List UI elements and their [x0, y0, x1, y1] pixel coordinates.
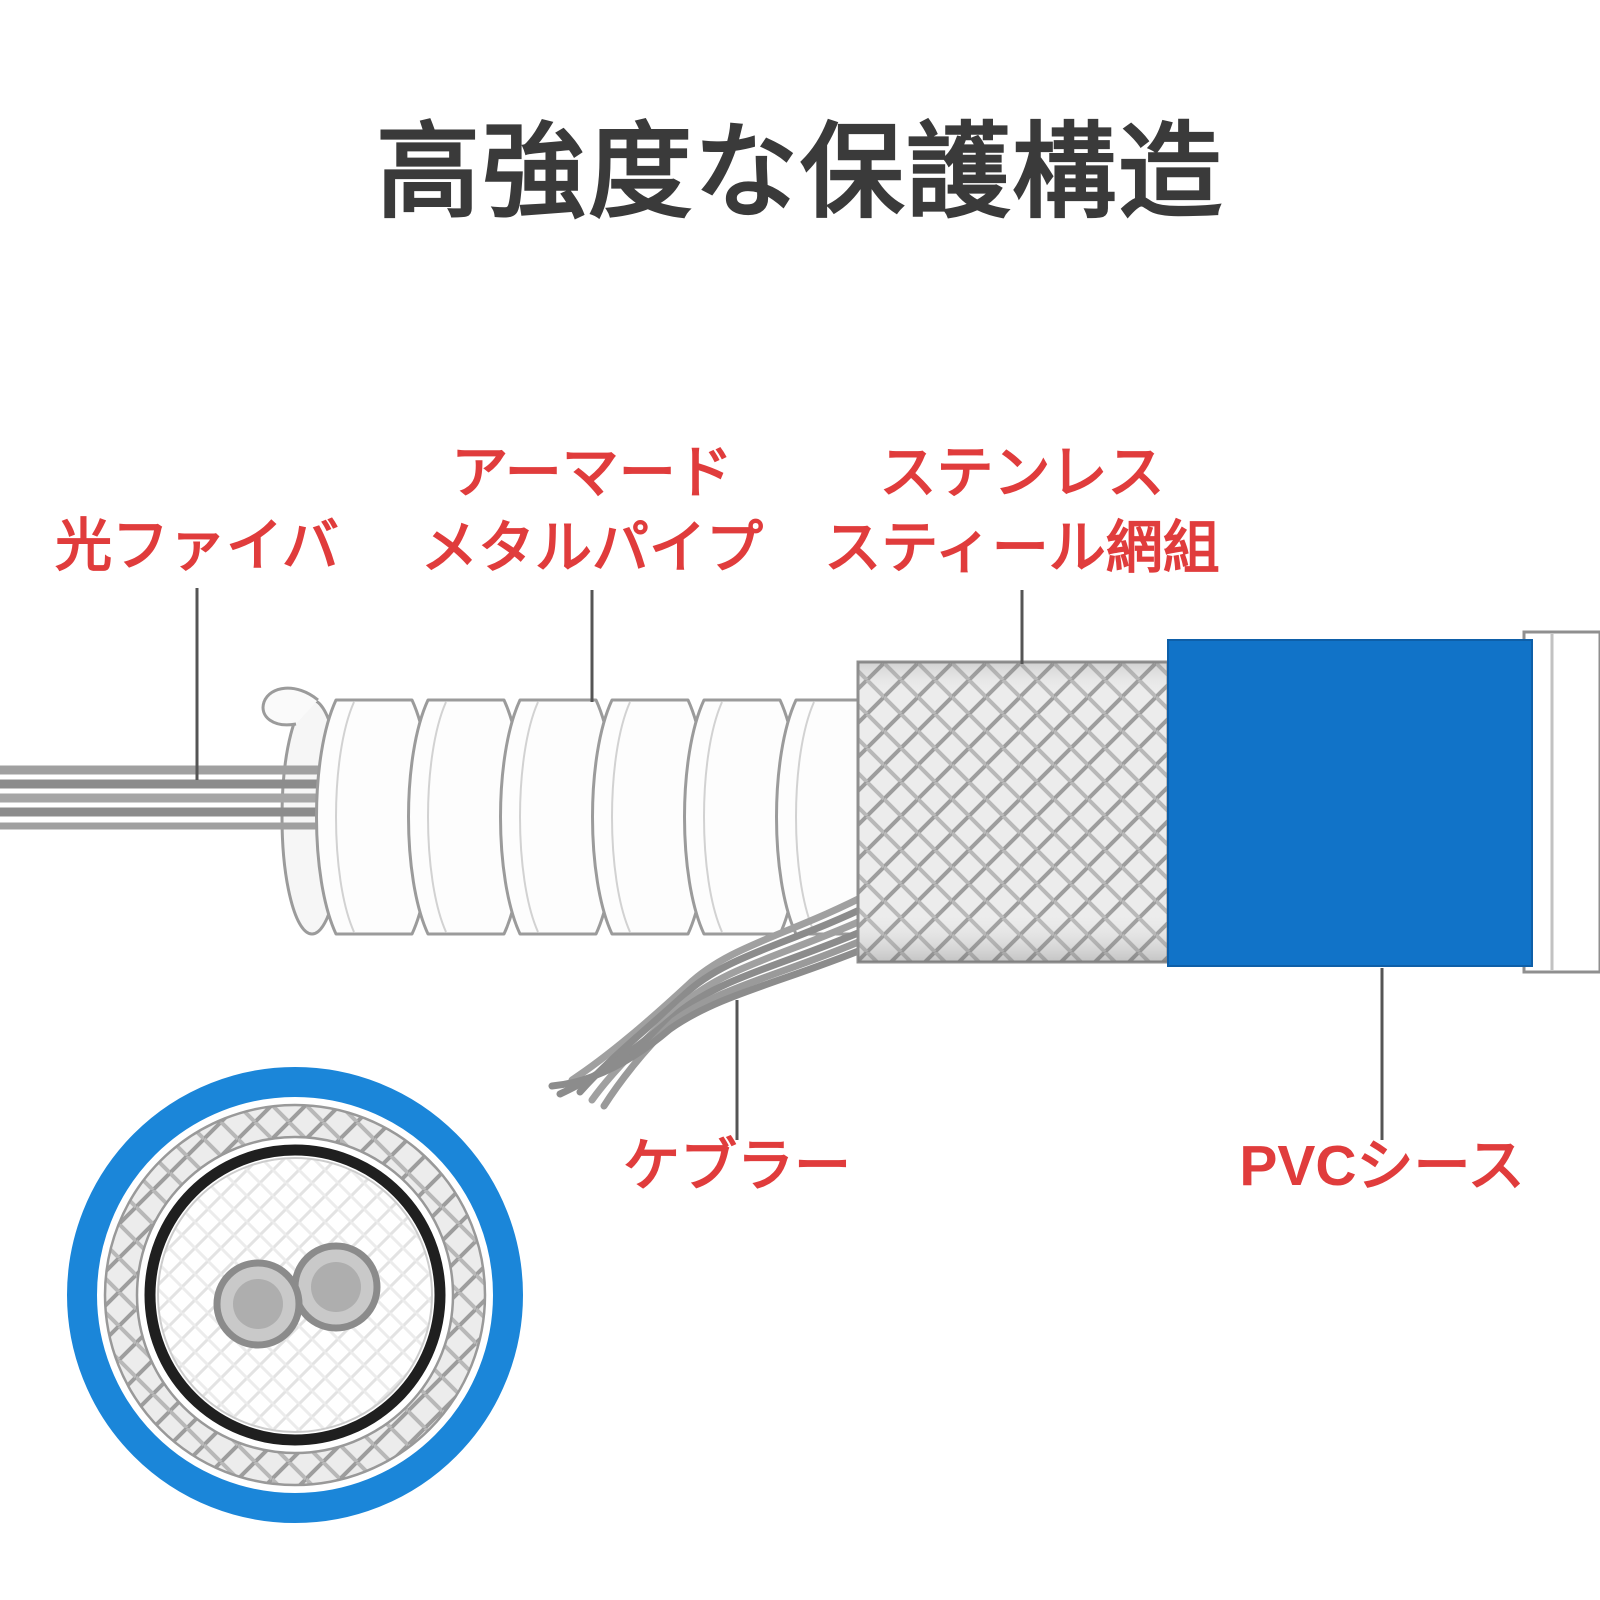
cross-section-braid-ring — [105, 1105, 485, 1485]
cross-section-blue-ring — [67, 1067, 523, 1523]
end-cap-body — [1522, 630, 1600, 974]
pipe-coil-highlight — [795, 701, 815, 933]
label-stainless-braid-line2: スティール網組 — [824, 516, 1220, 580]
pipe-coil-highlight — [519, 701, 539, 933]
kevlar-strand — [600, 934, 872, 1110]
label-pvc-sheath: PVCシース — [1239, 1134, 1524, 1198]
pipe-coil-highlight — [703, 701, 723, 933]
armored-metal-pipe — [261, 686, 893, 936]
label-optical-fiber: 光ファイバ — [55, 514, 339, 578]
kevlar-strand — [548, 944, 870, 1090]
label-kevlar: ケブラー — [623, 1134, 851, 1198]
label-stainless-braid-line1: ステンレス — [880, 441, 1165, 505]
diagram-title: 高強度な保護構造 — [376, 115, 1224, 231]
braid-ring-outline-inner — [135, 1135, 455, 1455]
braid-ring-outline-outer — [103, 1103, 487, 1487]
cable-end-cap — [1522, 630, 1600, 974]
cross-section-black-ring — [144, 1144, 446, 1446]
fiber-core-center — [233, 1279, 283, 1329]
kevlar-strand — [576, 900, 876, 1096]
cross-section-fibers — [213, 1242, 381, 1349]
pipe-coil-highlight — [611, 701, 631, 933]
leader-lines — [195, 588, 1384, 1140]
kevlar-strand — [568, 888, 876, 1084]
pipe-coil-highlight — [335, 701, 355, 933]
braid-shading — [858, 662, 1168, 962]
kevlar-strands — [548, 888, 876, 1110]
label-armored-pipe-line1: アーマード — [451, 441, 733, 505]
cable-cross-section — [67, 1067, 523, 1523]
pipe-coil-highlight — [427, 701, 447, 933]
pvc-jacket — [1167, 639, 1533, 967]
optical-fibers — [0, 698, 344, 936]
label-armored-pipe-line2: メタルパイプ — [421, 516, 763, 580]
part-labels: 光ファイバ アーマード メタルパイプ ステンレス スティール網組 ケブラー PV… — [55, 441, 1525, 1198]
fiber-core-center — [311, 1262, 361, 1312]
stainless-braid — [856, 660, 1170, 964]
pipe-curl-lip — [261, 686, 319, 727]
